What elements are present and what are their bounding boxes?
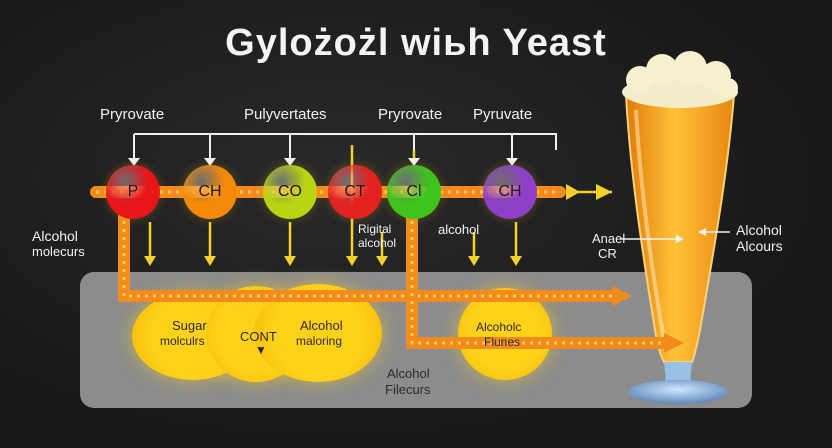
- blob-flunes-line2: Flunes: [484, 335, 521, 349]
- blob-sugar-line1: Sugar: [172, 318, 207, 333]
- blob-cont-arrow: ▼: [255, 343, 267, 357]
- top-label-3: Pryrovate: [378, 106, 443, 123]
- node-label: Cl: [406, 183, 422, 200]
- node-label: P: [127, 183, 139, 200]
- bottom-label-line1: Alcohol: [387, 366, 430, 381]
- glass-right-label-line2: Alcours: [736, 238, 783, 254]
- node-label: CT: [344, 183, 366, 200]
- node-ch-2: CH: [483, 165, 537, 219]
- blob-flunes-line1: Alcoholc: [476, 320, 522, 334]
- glass-right-label-line1: Alcohol: [736, 222, 782, 238]
- top-label-1: Pryrovate: [100, 106, 165, 123]
- node-ch: CH: [183, 165, 237, 219]
- blob-sugar-line2: molculrs: [160, 334, 205, 348]
- blob-maloring-line1: Alcohol: [300, 318, 343, 333]
- node-label: CO: [278, 183, 302, 200]
- glass-left-label-line2: CR: [598, 246, 617, 261]
- node-p: P: [106, 165, 160, 219]
- glass-left-label-line1: Anael: [592, 231, 626, 246]
- top-label-2: Pulyvertates: [244, 106, 327, 123]
- node-cl: Cl: [387, 165, 441, 219]
- bottom-label-line2: Filecurs: [385, 382, 431, 397]
- diagram-title: Gylożożl wiьh Yeast: [225, 22, 607, 64]
- node-ct: CT: [328, 165, 382, 219]
- blob-alcoholc-flunes: [458, 288, 552, 380]
- mid-label-1-line1: Rigital: [358, 222, 392, 236]
- node-label: CH: [498, 183, 522, 200]
- node-label: CH: [198, 183, 222, 200]
- left-label-line2: molecurs: [32, 244, 85, 259]
- left-label-line1: Alcohol: [32, 228, 78, 244]
- mid-label-1-line2: alcohol: [358, 236, 397, 250]
- top-label-4: Pyruvate: [473, 106, 533, 123]
- blob-cont-label: CONT: [240, 329, 277, 344]
- blob-maloring-line2: maloring: [296, 334, 343, 348]
- node-co: CO: [263, 165, 317, 219]
- mid-label-2: alcohol: [438, 222, 480, 237]
